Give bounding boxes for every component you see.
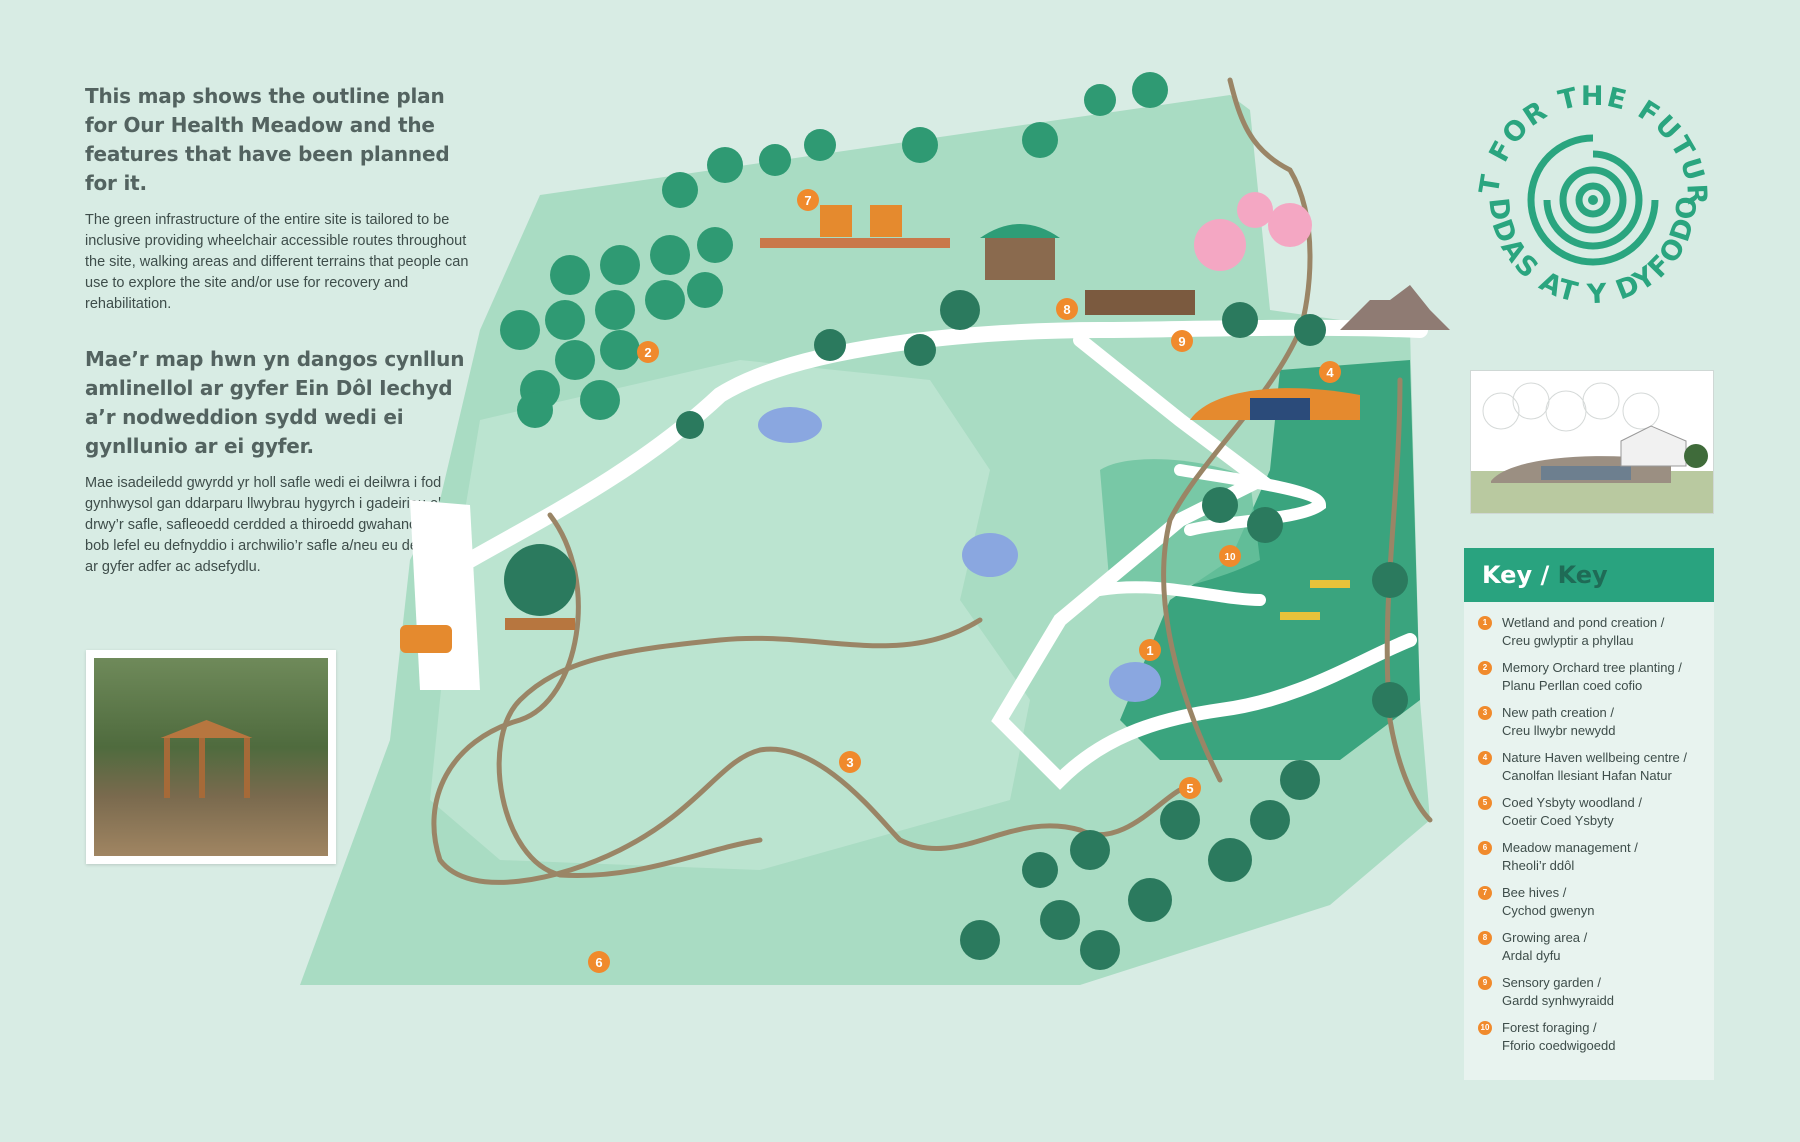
oak-tree (504, 544, 576, 616)
pavilion-photo (86, 650, 336, 864)
map-marker-9: 9 (1171, 330, 1193, 352)
blossom-trees (1194, 192, 1312, 271)
picnic-table (1310, 580, 1350, 588)
labyrinth-icon (1527, 134, 1659, 266)
fit-for-the-future-badge: FIT FOR THE FUTURE ADDAS AT Y DYFODOL (1468, 75, 1710, 310)
pond (758, 407, 822, 443)
map-marker-10: 10 (1219, 545, 1241, 567)
orchard-trees (500, 72, 1168, 428)
picnic-table (1280, 612, 1320, 620)
intro-body-en: The green infrastructure of the entire s… (85, 212, 469, 312)
key-title: Key (1482, 561, 1533, 589)
svg-text:7: 7 (804, 193, 811, 208)
pond (962, 533, 1018, 577)
inner-meadow (430, 360, 1030, 870)
svg-text:6: 6 (595, 955, 602, 970)
svg-text:3: 3 (846, 755, 853, 770)
svg-text:8: 8 (1063, 302, 1070, 317)
svg-text:2: 2 (644, 345, 651, 360)
woodland-area (1120, 360, 1420, 760)
wellbeing-centre-render (1470, 370, 1714, 514)
walking-trail (431, 512, 1183, 885)
map-marker-2: 2 (637, 341, 659, 363)
bee-hive (870, 205, 902, 237)
minibus (400, 625, 452, 653)
svg-text:1: 1 (1146, 643, 1153, 658)
svg-text:5: 5 (1186, 781, 1193, 796)
key-title-cy: Key (1557, 561, 1608, 589)
intro-heading-cy: Mae’r map hwn yn dangos cynllun amlinell… (85, 347, 465, 458)
rotunda (985, 235, 1055, 280)
intro-text: This map shows the outline plan for Our … (85, 82, 475, 608)
woodland-trees (676, 290, 1408, 970)
intro-heading-en: This map shows the outline plan for Our … (85, 84, 450, 195)
intro-body-cy: Mae isadeiledd gwyrdd yr holl safle wedi… (85, 475, 468, 575)
bee-hive (820, 205, 852, 237)
growing-area (1085, 290, 1195, 315)
map-marker-6: 6 (588, 951, 610, 973)
map-marker-5: 5 (1179, 777, 1201, 799)
pond (1109, 662, 1161, 702)
map-marker-4: 4 (1319, 361, 1341, 383)
svg-text:10: 10 (1224, 552, 1236, 563)
stone-wall (1340, 285, 1450, 330)
svg-text:9: 9 (1178, 334, 1185, 349)
map-marker-7: 7 (797, 189, 819, 211)
map-marker-3: 3 (839, 751, 861, 773)
map-marker-8: 8 (1056, 298, 1078, 320)
svg-text:4: 4 (1326, 365, 1334, 380)
key-header: Key / Key (1464, 548, 1714, 602)
map-marker-1: 1 (1139, 639, 1161, 661)
